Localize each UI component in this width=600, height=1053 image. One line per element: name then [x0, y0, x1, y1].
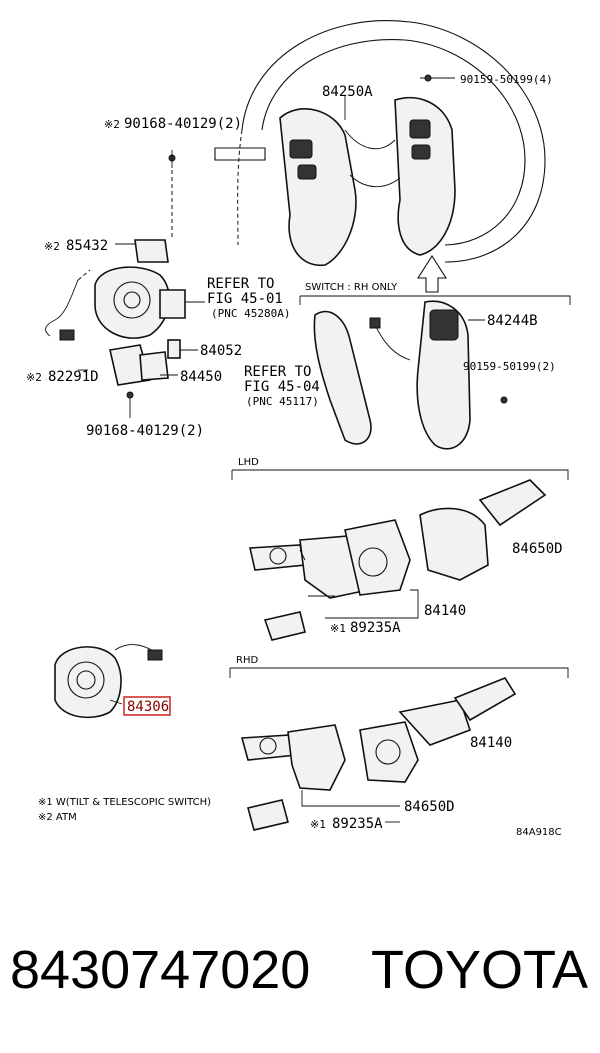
- label-89235A-rhd: 89235A: [332, 816, 383, 832]
- label-84250A: 84250A: [322, 84, 373, 100]
- label-84650D-lhd: 84650D: [512, 541, 563, 557]
- caption-bar: 8430747020 TOYOTA: [0, 930, 600, 1010]
- label-89235A-lhd: 89235A: [350, 620, 401, 636]
- refer2-line1: REFER TO: [244, 364, 311, 380]
- note-1: ※1 W(TILT & TELESCOPIC SWITCH): [38, 797, 211, 808]
- refer2-line2: FIG 45-04: [244, 379, 320, 395]
- mark-82291D: ※2: [26, 371, 42, 384]
- section-switch-rh-only: SWITCH : RH ONLY: [305, 282, 398, 293]
- label-90159-50199-4: 90159-50199(4): [460, 73, 553, 86]
- refer1-line3: (PNC 45280A): [211, 307, 290, 320]
- label-84052: 84052: [200, 343, 242, 359]
- label-85432: 85432: [66, 238, 108, 254]
- label-84244B: 84244B: [487, 313, 538, 329]
- mark-90168-top: ※2: [104, 118, 120, 131]
- mark-85432: ※2: [44, 240, 60, 253]
- refer1-line2: FIG 45-01: [207, 291, 283, 307]
- section-rhd: RHD: [236, 655, 258, 666]
- label-84306: 84306: [127, 699, 169, 715]
- brand-text: TOYOTA: [370, 940, 588, 1000]
- refer1-line1: REFER TO: [207, 276, 274, 292]
- note-2: ※2 ATM: [38, 812, 77, 823]
- label-90168-40129-bottom: 90168-40129(2): [86, 423, 204, 439]
- rhd-combination-switch-illustration: [229, 667, 569, 831]
- mark-89235A-rhd: ※1: [310, 818, 326, 831]
- spiral-cable-cluster-illustration: [44, 150, 205, 418]
- mark-89235A-lhd: ※1: [330, 622, 346, 635]
- label-90159-50199-2: 90159-50199(2): [463, 360, 556, 373]
- refer2-line3: (PNC 45117): [246, 395, 319, 408]
- label-84650D-rhd: 84650D: [404, 799, 455, 815]
- spiral-cable-84306-illustration: [54, 644, 163, 719]
- label-84140-rhd: 84140: [470, 735, 512, 751]
- label-84140-lhd: 84140: [424, 603, 466, 619]
- label-90168-40129-top: 90168-40129(2): [124, 116, 242, 132]
- figure-code: 84A918C: [516, 827, 562, 838]
- part-number-text: 8430747020: [10, 940, 311, 1000]
- parts-diagram: 84250A 90159-50199(4) ※2 90168-40129(2) …: [26, 20, 571, 838]
- highlight-box-84306: [123, 696, 171, 716]
- rh-switch-illustration: [299, 295, 571, 450]
- label-84450: 84450: [180, 369, 222, 385]
- steering-wheel-illustration: [214, 20, 546, 293]
- label-82291D: 82291D: [48, 369, 99, 385]
- lhd-combination-switch-illustration: [231, 469, 569, 641]
- section-lhd: LHD: [238, 457, 259, 468]
